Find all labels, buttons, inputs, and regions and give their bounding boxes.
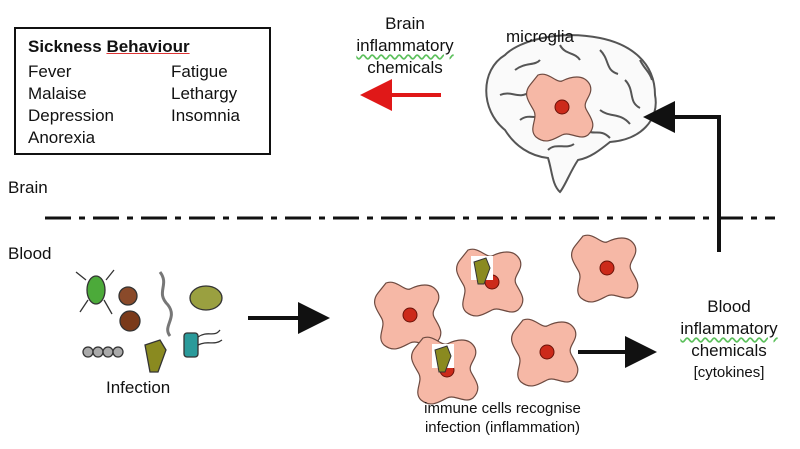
symptom-item: Anorexia bbox=[28, 128, 96, 147]
infection-label: Infection bbox=[106, 378, 171, 397]
region-label-blood: Blood bbox=[8, 244, 52, 263]
microglia-label: microglia bbox=[506, 27, 575, 46]
symptom-item: Malaise bbox=[28, 84, 87, 103]
blood-label-line: chemicals bbox=[691, 341, 767, 360]
brain-label-line: inflammatory bbox=[356, 36, 454, 55]
title-suffix: Behaviour bbox=[106, 37, 190, 56]
engulfed-bacterium bbox=[471, 256, 493, 285]
engulfed-bacterium-2 bbox=[432, 344, 454, 373]
blood-label-line: inflammatory bbox=[680, 319, 778, 338]
immune-label-line: infection (inflammation) bbox=[424, 419, 581, 436]
blood-inflammatory-label: Blood inflammatory chemicals [cytokines] bbox=[664, 296, 794, 384]
title-prefix: Sickness bbox=[28, 37, 107, 56]
brain-inflammatory-label: Brain inflammatory chemicals bbox=[340, 13, 470, 79]
symptom-item: Depression bbox=[28, 106, 114, 125]
immune-label-line: immune cells recognise bbox=[424, 400, 581, 417]
symptom-item: Lethargy bbox=[171, 84, 238, 103]
infection-microbes bbox=[75, 269, 223, 373]
sickness-behaviour-title: Sickness Behaviour bbox=[28, 37, 190, 57]
brain-label-line: chemicals bbox=[367, 58, 443, 77]
arrow-blood-to-brain bbox=[643, 101, 721, 252]
immune-cells bbox=[373, 234, 639, 405]
sickness-behaviour-box bbox=[14, 27, 271, 155]
symptom-list-col2: Fatigue Lethargy Insomnia bbox=[171, 61, 240, 127]
microglia-cell bbox=[525, 73, 594, 142]
brain-label-line: Brain bbox=[385, 14, 425, 33]
symptom-list-col1: Fever Malaise Depression Anorexia bbox=[28, 61, 114, 149]
region-label-brain: Brain bbox=[8, 178, 48, 197]
symptom-item: Insomnia bbox=[171, 106, 240, 125]
symptom-item: Fever bbox=[28, 62, 72, 81]
blood-label-line: Blood bbox=[707, 297, 751, 316]
symptom-item: Fatigue bbox=[171, 62, 228, 81]
immune-cells-label: immune cells recognise infection (inflam… bbox=[395, 399, 610, 437]
cytokines-label: [cytokines] bbox=[693, 364, 765, 381]
